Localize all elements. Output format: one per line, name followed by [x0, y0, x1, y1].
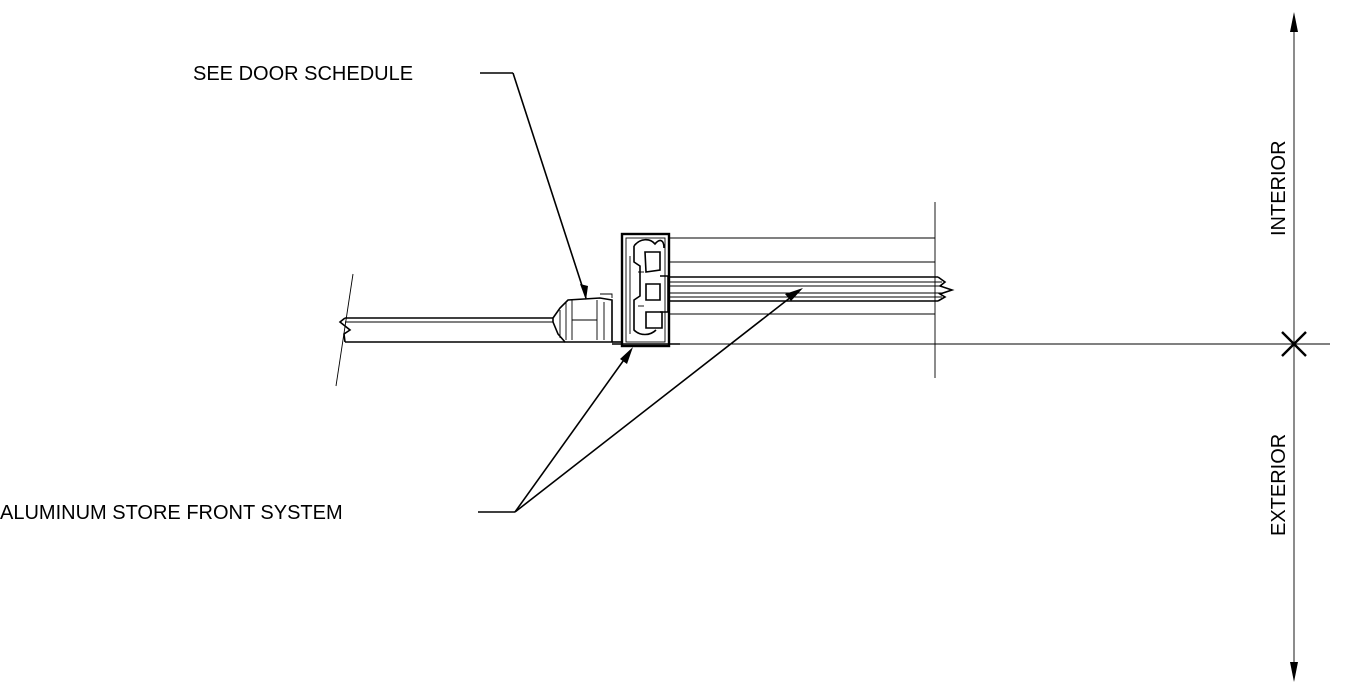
- label-see-door-schedule: SEE DOOR SCHEDULE: [193, 63, 413, 85]
- leader-see-door-schedule: [480, 72, 588, 300]
- glazing-unit: [669, 202, 955, 378]
- storefront-frame: [612, 232, 680, 348]
- interior-exterior-axis: [1281, 12, 1307, 682]
- door-leaf: [335, 273, 565, 387]
- arrow-down-icon: [1290, 662, 1298, 682]
- door-stile: [552, 293, 622, 343]
- label-exterior: EXTERIOR: [1268, 434, 1290, 536]
- label-interior: INTERIOR: [1268, 140, 1290, 236]
- arrow-up-icon: [1290, 12, 1298, 32]
- leader-aluminum-store-front: [478, 288, 803, 513]
- label-aluminum-store-front: ALUMINUM STORE FRONT SYSTEM: [0, 502, 343, 524]
